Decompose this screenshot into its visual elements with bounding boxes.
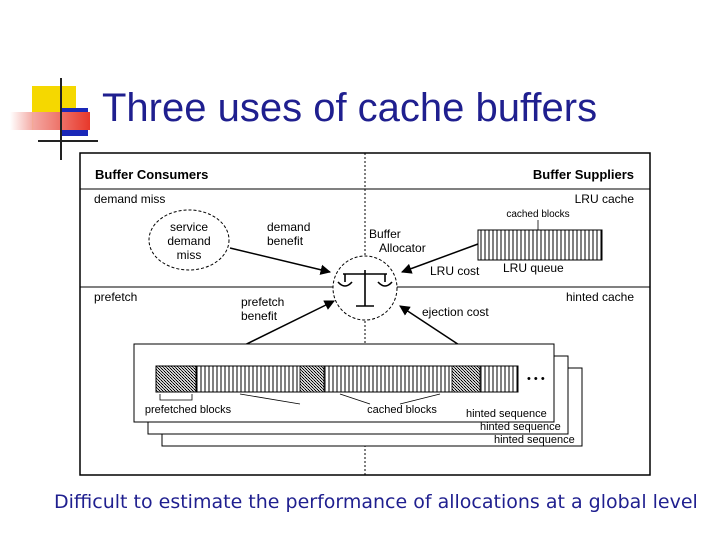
decor-horizontal-line [38,140,98,142]
service-demand-miss-node [148,209,230,271]
prefetched-blocks-3 [451,365,481,393]
ejection-cost-label: ejection cost [422,305,489,319]
buffer-label: Buffer [369,227,401,241]
service-miss-label: miss [177,248,202,262]
hinted-sequence-label-1: hinted sequence [466,408,547,420]
hinted-cache-label: hinted cache [566,290,634,304]
hinted-sequence-label-2: hinted sequence [480,421,561,433]
prefetch-label: prefetch [94,290,137,304]
lru-cost-label: LRU cost [430,264,480,278]
ellipsis-label: • • • [527,373,545,385]
prefetched-blocks [155,365,197,393]
buffer-suppliers-header: Buffer Suppliers [533,167,634,182]
lru-cache-label: LRU cache [575,192,635,206]
demand-miss-label: demand miss [94,192,165,206]
balance-scale-icon [337,270,393,307]
demand-benefit-label-1: demand [267,220,310,234]
slide-title: Three uses of cache buffers [102,86,598,130]
lru-queue-label: LRU queue [503,261,564,275]
cached-blocks-bottom-label: cached blocks [367,404,437,416]
footer-caption: Difficult to estimate the performance of… [54,491,698,513]
prefetched-blocks-leader [159,394,193,401]
demand-arrow [229,247,332,275]
hinted-sequence-label-3: hinted sequence [494,434,575,446]
allocator-label: Allocator [379,241,426,255]
cached-blocks-leader [239,393,441,405]
prefetched-blocks-2 [299,365,325,393]
decor-red-bar [10,112,90,130]
demand-benefit-label-2: benefit [267,234,304,248]
buffer-consumers-header: Buffer Consumers [95,167,208,182]
cached-blocks-top-label: cached blocks [506,209,569,220]
service-label: service [170,220,208,234]
lru-cost-arrow [401,243,479,274]
prefetch-benefit-label-1: prefetch [241,295,284,309]
decor-vertical-line [60,78,62,160]
service-demand-label: demand [167,234,210,248]
prefetch-benefit-label-2: benefit [241,309,278,323]
lru-queue-blocks [477,229,603,261]
prefetched-blocks-label: prefetched blocks [145,404,232,416]
